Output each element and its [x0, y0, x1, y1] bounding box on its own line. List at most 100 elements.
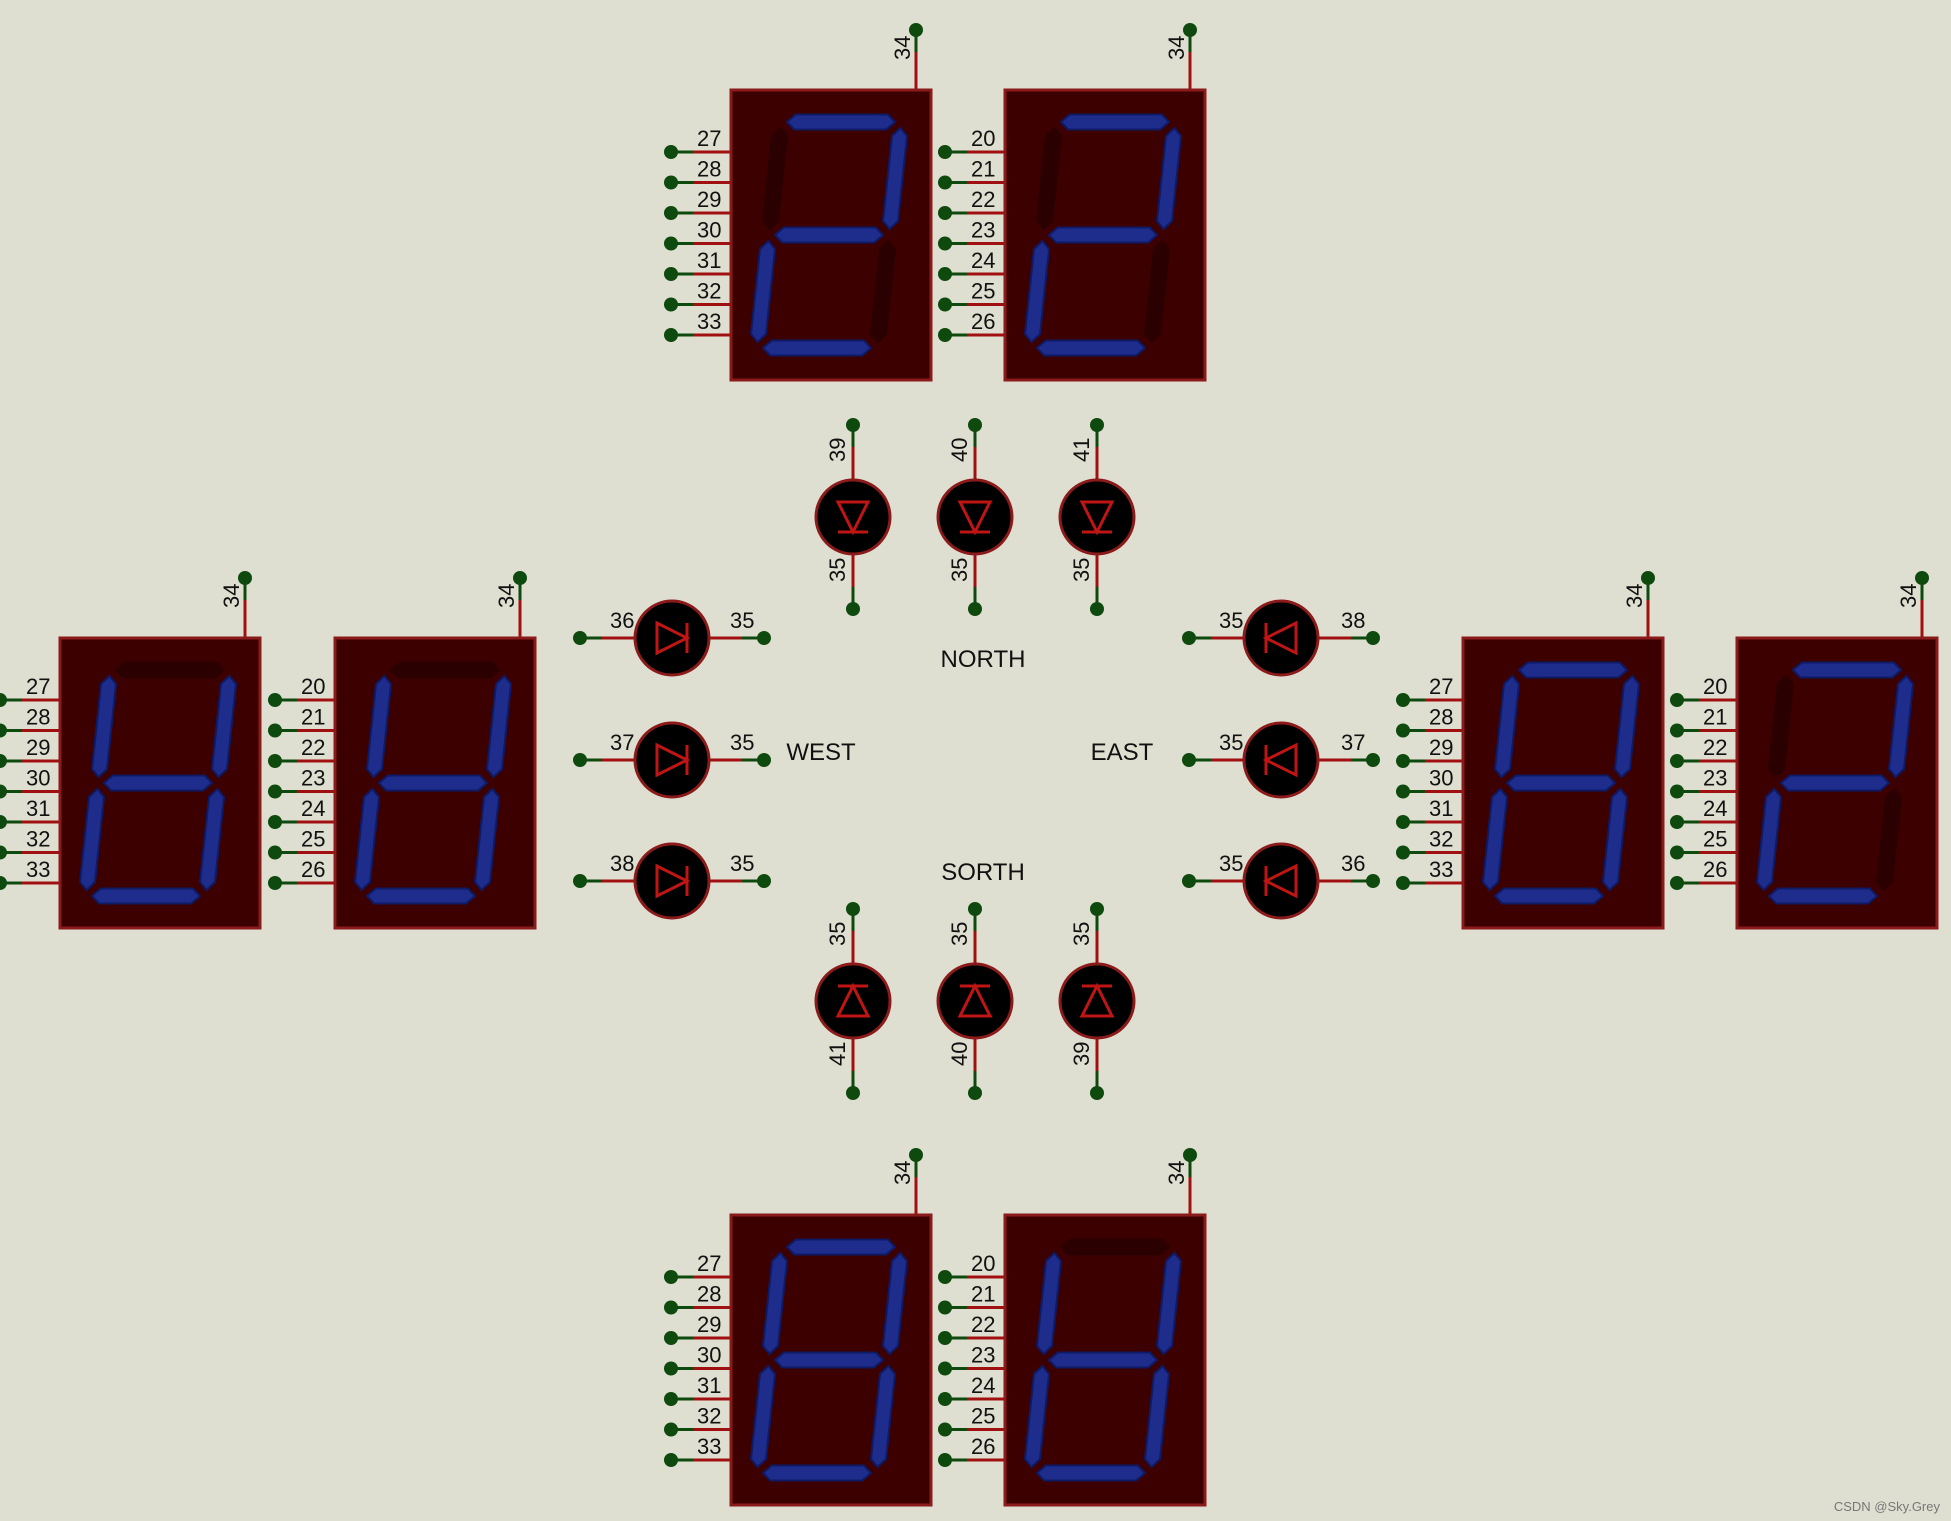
pin-terminal-dot — [1670, 845, 1684, 860]
segment-pin-number: 28 — [26, 705, 50, 730]
pin-terminal-dot — [938, 175, 952, 190]
segment-pin-number: 23 — [1703, 766, 1727, 791]
segment-d — [365, 887, 477, 905]
pin-terminal-dot — [1396, 754, 1410, 768]
pin-terminal-dot — [938, 328, 952, 342]
pin-terminal-dot — [664, 1270, 678, 1284]
pin-terminal-dot — [1670, 815, 1684, 829]
segment-c — [1601, 787, 1629, 892]
led-pin-number: 35 — [730, 851, 754, 876]
segment-pin-number: 28 — [697, 1282, 721, 1307]
pin-terminal-dot — [846, 902, 860, 916]
common-pin-number: 34 — [890, 36, 915, 60]
segment-d — [1767, 887, 1879, 905]
segment-f — [365, 674, 393, 779]
segment-c — [198, 787, 226, 892]
segment-pin-number: 22 — [1703, 735, 1727, 760]
led-pin-number: 35 — [825, 558, 850, 582]
segment-pin-number: 29 — [26, 735, 50, 760]
led-body — [814, 962, 892, 1040]
segment-e — [353, 787, 381, 892]
segment-d — [761, 339, 873, 357]
segment-pin-number: 21 — [971, 157, 995, 182]
pin-terminal-dot — [0, 754, 7, 768]
led-body — [1058, 478, 1136, 556]
pin-terminal-dot — [1366, 753, 1380, 767]
segment-b — [210, 674, 238, 779]
pin-terminal-dot — [1090, 418, 1104, 432]
pin-terminal-dot — [938, 1300, 952, 1315]
segment-pin-number: 21 — [1703, 705, 1727, 730]
led-pin-number: 41 — [825, 1042, 850, 1066]
segment-pin-number: 26 — [301, 857, 325, 882]
pin-terminal-dot — [909, 23, 923, 37]
diode-triangle — [655, 620, 691, 656]
segment-f — [761, 126, 789, 231]
led-body — [1058, 962, 1136, 1040]
segment-b — [1155, 1251, 1183, 1356]
pin-terminal-dot — [664, 236, 678, 251]
pin-terminal-dot — [664, 267, 678, 281]
pin-terminal-dot — [268, 693, 282, 707]
segment-pin-number: 21 — [971, 1282, 995, 1307]
segment-pin-number: 24 — [971, 248, 995, 273]
pin-terminal-dot — [1396, 784, 1410, 799]
segment-c — [869, 239, 897, 344]
segment-pin-number: 31 — [697, 248, 721, 273]
pin-terminal-dot — [757, 753, 771, 767]
diode-triangle — [957, 982, 993, 1018]
pin-terminal-dot — [268, 754, 282, 768]
segment-pin-number: 22 — [971, 1312, 995, 1337]
pin-terminal-dot — [1090, 902, 1104, 916]
common-pin-number: 34 — [1164, 1161, 1189, 1185]
diode-triangle — [1262, 863, 1298, 899]
pin-terminal-dot — [0, 845, 7, 860]
segment-pin-number: 23 — [971, 218, 995, 243]
pin-terminal-dot — [1366, 631, 1380, 645]
segment-pin-number: 27 — [1429, 674, 1453, 699]
led-body — [936, 478, 1014, 556]
segment-e — [78, 787, 106, 892]
led-pin-number: 41 — [1069, 438, 1094, 462]
segment-g — [1047, 1351, 1159, 1369]
led-pin-number: 39 — [1069, 1042, 1094, 1066]
segment-f — [1767, 674, 1795, 779]
pin-terminal-dot — [757, 631, 771, 645]
segment-b — [485, 674, 513, 779]
led-pin-number: 35 — [1219, 851, 1243, 876]
pin-terminal-dot — [1396, 815, 1410, 829]
segment-d — [1035, 1464, 1147, 1482]
segment-a — [1059, 113, 1171, 131]
segment-pin-number: 26 — [971, 309, 995, 334]
segment-b — [1613, 674, 1641, 779]
pin-terminal-dot — [664, 1422, 678, 1437]
pin-terminal-dot — [573, 874, 587, 888]
segment-e — [1023, 239, 1051, 344]
segment-c — [1143, 1364, 1171, 1469]
segment-pin-number: 30 — [1429, 766, 1453, 791]
pin-terminal-dot — [1182, 631, 1196, 645]
segment-pin-number: 26 — [1703, 857, 1727, 882]
seven-segment-displays: 2728293031323334202122232425263427282930… — [0, 23, 1939, 1507]
segment-pin-number: 20 — [971, 1251, 995, 1276]
pin-terminal-dot — [1090, 602, 1104, 616]
segment-pin-number: 27 — [697, 126, 721, 151]
pin-terminal-dot — [1183, 23, 1197, 37]
common-pin-number: 34 — [1164, 36, 1189, 60]
segment-pin-number: 25 — [301, 827, 325, 852]
pin-terminal-dot — [1182, 753, 1196, 767]
pin-terminal-dot — [513, 571, 527, 585]
diode-triangle — [1262, 742, 1298, 778]
pin-terminal-dot — [938, 267, 952, 281]
segment-pin-number: 33 — [26, 857, 50, 882]
segment-g — [773, 1351, 885, 1369]
label-north: NORTH — [941, 646, 1026, 673]
